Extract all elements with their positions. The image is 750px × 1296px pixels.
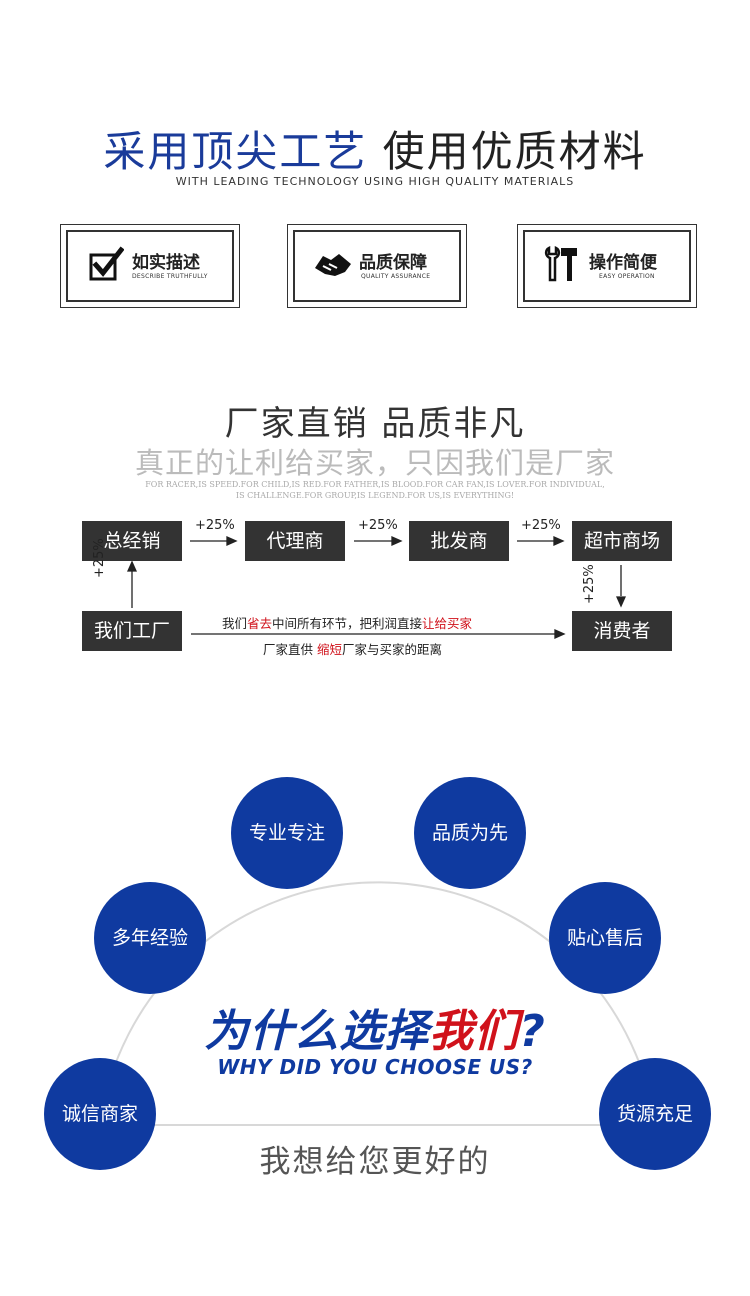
markup-label: +25% [582, 564, 597, 604]
flow-box-distributor: 总经销 [82, 521, 182, 561]
markup-label: +25% [521, 518, 561, 533]
flow-message-1: 我们省去中间所有环节，把利润直接让给买家 [222, 616, 473, 631]
direct-sale-title: 厂家直销 品质非凡 [224, 404, 526, 444]
flow-box-factory: 我们工厂 [82, 611, 182, 651]
flow-message-2: 厂家直供 缩短厂家与买家的距离 [263, 642, 443, 657]
why-choose-en-title: WHY DID YOU CHOOSE US? [217, 1055, 533, 1079]
why-circle-after-sales: 贴心售后 [549, 882, 661, 994]
feature-label: 如实描述 [132, 253, 200, 273]
why-circle-supply: 货源充足 [599, 1058, 711, 1170]
feature-describe-truthfully: 如实描述 DESCRIBE TRUTHFULLY [60, 224, 240, 308]
why-circle-professional: 专业专注 [231, 777, 343, 889]
flow-arrows [126, 535, 627, 640]
feature-label: 操作简便 [589, 253, 657, 273]
direct-sale-en-line2: IS CHALLENGE.FOR GROUP,IS LEGEND.FOR US,… [235, 491, 515, 500]
section-title: 采用顶尖工艺 使用优质材料 [0, 118, 750, 179]
tools-icon [544, 245, 577, 282]
why-circle-honest-merchant: 诚信商家 [44, 1058, 156, 1170]
feature-en-label: QUALITY ASSURANCE [361, 273, 431, 280]
feature-easy-operation: 操作简便 EASY OPERATION [517, 224, 697, 308]
direct-sale-subtitle: 真正的让利给买家，只因我们是厂家 [134, 446, 615, 480]
section-title-dark: 使用优质材料 [367, 127, 647, 176]
markup-label: +25% [195, 518, 235, 533]
why-circle-experience: 多年经验 [94, 882, 206, 994]
direct-sale-en-text: FOR RACER,IS SPEED.FOR CHILD,IS RED.FOR … [0, 479, 750, 501]
section-title-blue: 采用顶尖工艺 [103, 127, 368, 176]
feature-en-label: EASY OPERATION [599, 273, 655, 280]
markup-label: +25% [358, 518, 398, 533]
decorative-arc [99, 881, 656, 1126]
feature-en-label: DESCRIBE TRUTHFULLY [132, 273, 208, 280]
flow-box-consumer: 消费者 [572, 611, 672, 651]
flow-box-agent: 代理商 [245, 521, 345, 561]
why-choose-title: 为什么选择我们? [204, 1006, 546, 1057]
slogan: 我想给您更好的 [259, 1144, 491, 1180]
feature-label: 品质保障 [359, 253, 427, 273]
feature-quality-assurance: 品质保障 QUALITY ASSURANCE [287, 224, 467, 308]
markup-label: +25% [92, 538, 107, 578]
section-subtitle: WITH LEADING TECHNOLOGY USING HIGH QUALI… [175, 175, 575, 188]
why-circle-quality-first: 品质为先 [414, 777, 526, 889]
flow-box-wholesaler: 批发商 [409, 521, 509, 561]
checkbox-icon [89, 246, 124, 281]
flow-box-supermarket: 超市商场 [572, 521, 672, 561]
handshake-icon [315, 254, 351, 276]
direct-sale-en-line1: FOR RACER,IS SPEED.FOR CHILD,IS RED.FOR … [145, 480, 605, 489]
